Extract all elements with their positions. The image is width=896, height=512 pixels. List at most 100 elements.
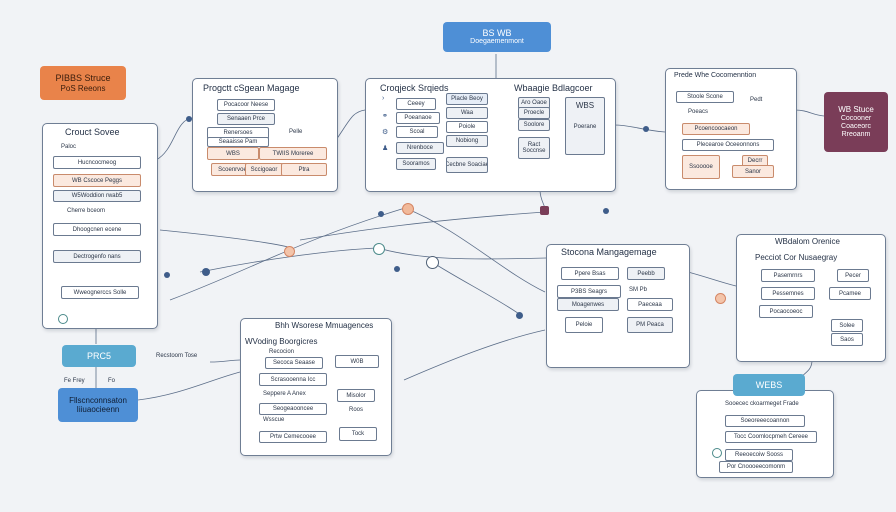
prc-node[interactable]: PRC5 (62, 345, 136, 367)
mid-item-4[interactable]: Moagenwes (557, 298, 619, 311)
bottom-item-10[interactable]: Tock (339, 427, 377, 441)
project-item-6[interactable]: TWIIS Moreree (259, 147, 327, 160)
tr-item-7[interactable]: Sanor (732, 165, 774, 178)
mid-item-0[interactable]: Ppere Bsas (561, 267, 619, 280)
struct-item-4[interactable]: Sooramos (396, 158, 436, 170)
node-dot (402, 203, 414, 215)
struct-title-right: Wbaagie Bdlagcoer (514, 83, 593, 93)
left-item-5[interactable]: Dhoogcnen ecene (53, 223, 141, 236)
bottom-item-2[interactable]: Scrasooenna Icc (259, 373, 327, 386)
struct-item-12[interactable]: Soolore (518, 119, 550, 131)
edge-diag-3 (404, 207, 546, 293)
mid-item-2[interactable]: P3BS Seagrs (557, 285, 621, 298)
struct-item-13[interactable]: Ract Soccnse (518, 137, 550, 159)
struct-item-11[interactable]: Proecle (518, 107, 550, 119)
struct-item-3[interactable]: Nrenboce (396, 142, 444, 154)
br-item-2[interactable]: Tocc Coomlocpmeh Cereee (725, 431, 817, 443)
left-item-3[interactable]: W5Woddion rwab5 (53, 190, 141, 202)
tr-item-3[interactable]: Plecearoe Oceeonnons (682, 139, 774, 151)
wbs-box[interactable]: WBS Poerane (565, 97, 605, 155)
project-panel-title: Progctt cSgean Magage (203, 83, 300, 93)
right-item-1[interactable]: Pecer (837, 269, 869, 282)
webs-header-node[interactable]: WEBS (733, 374, 805, 396)
node-dot (202, 268, 210, 276)
frey-value: Fo (108, 378, 116, 384)
struct-item-0[interactable]: Ceeey (396, 98, 436, 110)
right-item-2[interactable]: Pessemnes (761, 287, 815, 300)
edge-diag-1 (169, 207, 406, 301)
recstoom-label: Recstoom Tose (156, 353, 198, 359)
bottom-item-7[interactable]: W0B (335, 355, 379, 368)
bottom-item-8[interactable]: Misolor (337, 389, 375, 402)
br-item-3[interactable]: Reeoecoiw Sooss (725, 449, 793, 461)
tr-item-5: Pedt (750, 97, 763, 103)
struct-item-9[interactable]: Cecbne Soaciae (446, 157, 488, 173)
top-root-node[interactable]: BS WB Doegaemenmont (443, 22, 551, 52)
br-item-0: Sooecec ckoarmeget Frade (725, 401, 799, 407)
webs-header-label: WEBS (755, 379, 783, 390)
mid-item-6[interactable]: Peloie (565, 317, 603, 333)
top-right-panel: Prede Whe Cocomenntion Stoole Scone Poea… (665, 68, 797, 190)
edge-diag-7 (431, 261, 523, 317)
top-node-subtitle: Doegaemenmont (470, 38, 524, 46)
right-item-3[interactable]: Pcamee (829, 287, 871, 300)
left-item-1[interactable]: Hucncocmeog (53, 156, 141, 169)
project-item-0[interactable]: Pocacoor Neese (217, 99, 275, 111)
mid-panel: Stocona Mangagemage Ppere Bsas Peebb P3B… (546, 244, 690, 368)
bottom-item-6[interactable]: Prtw Cemecooee (259, 431, 327, 443)
struct-item-5[interactable]: Placle Beoy (446, 93, 488, 105)
edge-left-to-project (155, 117, 193, 161)
right-item-6[interactable]: Saos (831, 333, 863, 346)
right-item-4[interactable]: Pocaocoeoc (759, 305, 813, 318)
left-orange-title: PIBBS Struce (55, 73, 111, 84)
blue-info-node[interactable]: Fllscnconnsaton Iiiuaocieenn (58, 388, 138, 422)
node-dot (603, 208, 609, 214)
link-icon: ⚭ (382, 113, 388, 120)
blue-info-line1: Fllscnconnsaton (69, 395, 127, 405)
node-dot (284, 246, 295, 257)
node-dot (426, 256, 439, 269)
project-manage-panel: Progctt cSgean Magage Pocacoor Neese Sen… (192, 78, 338, 192)
right-purple-node[interactable]: WB Stuce Cocooner Coaceorc Rreoanm (824, 92, 888, 152)
tr-item-1: Poeacs (688, 109, 709, 115)
purple-line-2: Cocooner (840, 114, 872, 122)
mid-item-5[interactable]: Paeceaa (627, 298, 673, 311)
project-item-9[interactable]: Ptra (281, 163, 327, 176)
right-item-5[interactable]: Solee (831, 319, 863, 332)
tr-item-0[interactable]: Stoole Scone (676, 91, 734, 103)
struct-item-2[interactable]: Scoal (396, 126, 438, 138)
struct-item-7[interactable]: Poiole (446, 121, 488, 133)
left-item-7[interactable]: Wweognerccs Solle (61, 286, 139, 299)
project-item-1[interactable]: Senaaen Prce (217, 113, 275, 125)
chevron-right-icon: › (382, 95, 385, 102)
project-item-5[interactable]: WBS (207, 147, 259, 160)
project-item-4[interactable]: Seaaisse Pam (207, 137, 269, 147)
tr-item-2[interactable]: Pcoencoocaeon (682, 123, 750, 135)
project-item-8[interactable]: Sccigoaor (245, 163, 283, 176)
edge-topright-to-purple (794, 109, 825, 117)
tr-item-4[interactable]: Ssooooe (682, 155, 720, 179)
edge-bottom-to-mid (403, 329, 546, 381)
left-item-0: Paloc (61, 144, 77, 150)
mid-panel-title: Stocona Mangagemage (561, 247, 657, 257)
br-item-1[interactable]: Soeoreeecoannon (725, 415, 805, 427)
node-dot (378, 211, 384, 217)
bottom-item-4[interactable]: Seogeaooncee (259, 403, 327, 415)
top-right-title: Prede Whe Cocomenntion (674, 72, 757, 79)
left-item-2[interactable]: WB Cscoce Peggs (53, 174, 141, 187)
left-item-6[interactable]: Dectrogenfo nans (53, 250, 141, 263)
bottom-item-1[interactable]: Secoca Seaase (265, 357, 323, 369)
struct-item-6[interactable]: Waa (446, 107, 488, 119)
node-dot (712, 448, 722, 458)
left-orange-node[interactable]: PIBBS Struce PoS Reeons (40, 66, 126, 100)
struct-item-8[interactable]: Nobiong (446, 135, 488, 147)
right-item-0[interactable]: Pasemrnrs (761, 269, 815, 282)
node-dot (715, 293, 726, 304)
prc-label: PRC5 (86, 350, 111, 361)
blue-info-line2: Iiiuaocieenn (76, 405, 120, 414)
mid-item-7[interactable]: PM Peaca (627, 317, 673, 333)
mid-item-1[interactable]: Peebb (627, 267, 665, 280)
br-item-4[interactable]: Por Cnoooeecomonm (719, 461, 793, 473)
struct-item-1[interactable]: Poeanaoe (396, 112, 440, 124)
